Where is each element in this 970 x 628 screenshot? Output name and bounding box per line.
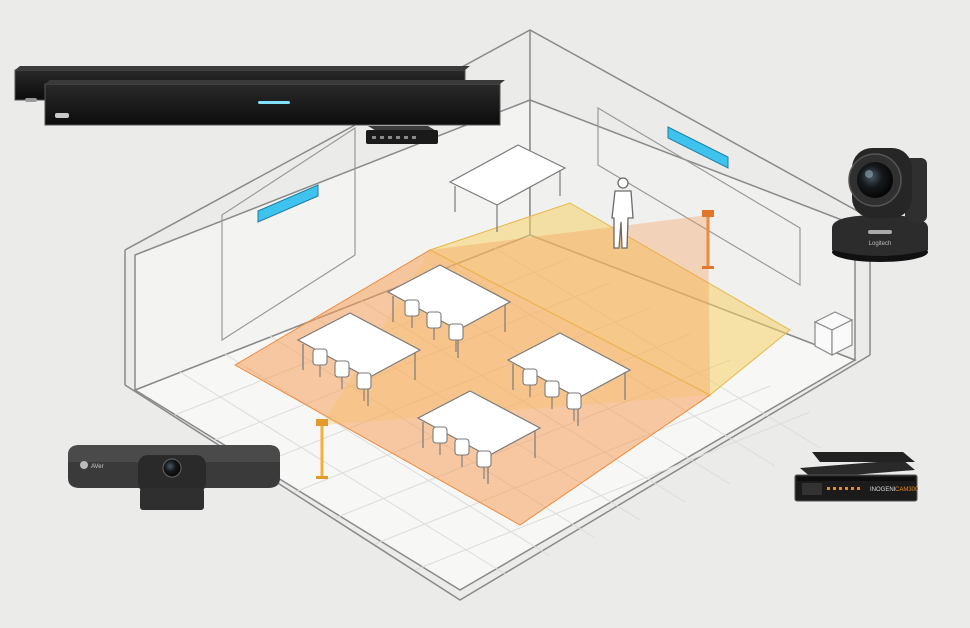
back-wall: [529, 98, 856, 362]
controller-box-icon: INOGENI CAM300: [794, 452, 919, 502]
controller-model-label: CAM300: [895, 487, 919, 493]
ptz-brand-label: Logitech: [869, 241, 892, 247]
desk-back: [448, 144, 567, 232]
webcam-icon: AVer: [68, 445, 280, 510]
camera-post-front: [316, 419, 328, 479]
rear-coverage-zone: [428, 202, 791, 396]
chair-group-desk-3: [522, 368, 582, 421]
cabinet: [813, 311, 854, 356]
wall-soundbar-back: [667, 126, 729, 169]
soundbar-icon: [14, 66, 505, 126]
whiteboard-left: [221, 126, 356, 342]
whiteboard-back: [597, 106, 801, 287]
controller-brand-label: INOGENI: [870, 487, 896, 493]
ptz-camera-icon: Logitech: [832, 148, 928, 262]
person-icon: [611, 177, 634, 249]
camera-post-rear: [702, 210, 714, 269]
hub-icon: [366, 126, 438, 144]
chair-group-desk-1: [404, 299, 464, 352]
chairs: [312, 299, 582, 479]
chair-group-desk-2: [312, 348, 372, 401]
furniture: [296, 144, 632, 484]
camera-cone-rear: [430, 215, 710, 395]
chair-group-desk-4: [432, 426, 492, 479]
wall-soundbar-left: [257, 184, 319, 223]
ptz-brand-mark: [868, 230, 892, 234]
webcam-brand-label: AVer: [91, 464, 104, 470]
